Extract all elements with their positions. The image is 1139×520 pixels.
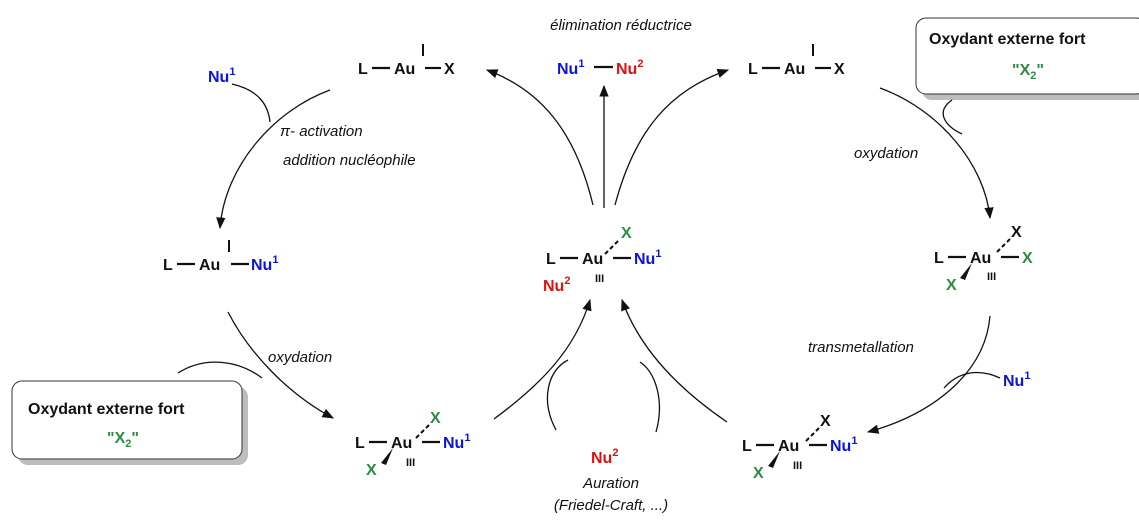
x-ligand-wedge: X xyxy=(366,462,377,479)
arrow-auration-right xyxy=(639,361,660,433)
label-oxydation-right: oxydation xyxy=(854,145,918,162)
arrow-bottom-left-to-center xyxy=(493,298,592,420)
x-ligand-top: X xyxy=(820,413,831,430)
nu1-ligand: Nu1 xyxy=(443,432,470,452)
label-elimination: élimination réductrice xyxy=(550,17,692,34)
gold-atom: Au xyxy=(778,438,799,455)
oxidant-box-bottom-left: Oxydant externe fort "X2" xyxy=(11,380,248,465)
gold-atom: Au xyxy=(394,61,415,78)
oxidation-state: III xyxy=(793,460,802,472)
x-ligand-top: X xyxy=(430,410,441,427)
arrow-nu1-entry-left xyxy=(231,83,271,123)
nu1-ligand: Nu1 xyxy=(830,435,857,455)
arrow-to-top-left xyxy=(485,69,594,206)
label-oxydation-left: oxydation xyxy=(268,349,332,366)
ligand-l: L xyxy=(358,61,368,78)
x-ligand: X xyxy=(621,225,632,242)
left-au-i-nu1-complex: L Au Nu1 xyxy=(163,240,278,274)
nu1-ligand: Nu1 xyxy=(634,248,661,268)
x-ligand-wedge: X xyxy=(946,277,957,294)
bottom-left-au-iii-complex: X L Au Nu1 X III xyxy=(355,410,470,479)
arrow-nu1-entry-right xyxy=(943,371,1001,389)
product-nu2: Nu2 xyxy=(616,58,643,78)
label-pi-activation: π- activation xyxy=(280,123,363,140)
cycle-arrows xyxy=(177,69,1001,434)
label-auration-sub: (Friedel-Craft, ...) xyxy=(554,497,668,514)
gold-atom: Au xyxy=(199,257,220,274)
gold-atom: Au xyxy=(784,61,805,78)
oxidant-title: Oxydant externe fort xyxy=(28,401,185,418)
label-auration: Auration xyxy=(582,475,639,492)
gold-atom: Au xyxy=(970,250,991,267)
oxidation-state: III xyxy=(406,457,415,469)
arrow-bottom-right-to-center xyxy=(621,298,728,423)
oxidation-state: III xyxy=(595,273,604,285)
ligand-l: L xyxy=(163,257,173,274)
product-nu1: Nu1 xyxy=(557,58,584,78)
gold-atom: Au xyxy=(582,251,603,268)
x-ligand-right: X xyxy=(1022,250,1033,267)
oxidant-title: Oxydant externe fort xyxy=(929,31,1086,48)
arrow-oxidant-entry-right xyxy=(942,99,963,135)
top-left-complex: L Au X xyxy=(358,44,455,78)
nu2-ligand: Nu2 xyxy=(543,275,570,295)
oxidation-state: III xyxy=(987,271,996,283)
arrow-oxidant-entry-left xyxy=(177,361,263,379)
product-nu1-nu2: Nu1 Nu2 xyxy=(557,58,643,78)
oxidant-reagent: "X2" xyxy=(1012,62,1044,82)
ligand-l: L xyxy=(742,438,752,455)
arrow-right-descending xyxy=(879,87,994,220)
ligand-l: L xyxy=(934,250,944,267)
ligand-l: L xyxy=(546,251,556,268)
ligand-l: L xyxy=(355,435,365,452)
right-au-iii-x3-complex: X L Au X X III xyxy=(934,224,1033,294)
label-addition: addition nucléophile xyxy=(283,152,416,169)
reagent-nu1-left: Nu1 xyxy=(208,66,235,86)
x-ligand-wedge: X xyxy=(753,465,764,482)
arrow-auration-left xyxy=(546,359,569,431)
x-ligand: X xyxy=(444,61,455,78)
ligand-l: L xyxy=(748,61,758,78)
oxidant-box-top-right: Oxydant externe fort "X2" xyxy=(915,17,1139,100)
arrow-to-top-right xyxy=(614,69,730,206)
gold-atom: Au xyxy=(391,435,412,452)
top-right-complex: L Au X xyxy=(748,44,845,78)
oxidant-reagent: "X2" xyxy=(107,430,139,450)
reagent-nu2-bottom: Nu2 xyxy=(591,447,618,467)
label-transmetallation: transmetallation xyxy=(808,339,914,356)
arrow-left-descending xyxy=(216,89,331,230)
nu1-ligand: Nu1 xyxy=(251,254,278,274)
arrow-right-lower xyxy=(866,315,991,434)
x-ligand-top: X xyxy=(1011,224,1022,241)
x-ligand: X xyxy=(834,61,845,78)
bottom-right-au-iii-complex: X L Au Nu1 X III xyxy=(742,413,857,482)
center-au-iii-complex: X L Au Nu1 Nu2 III xyxy=(543,225,661,295)
arrow-left-lower xyxy=(227,311,335,419)
reagent-nu1-right: Nu1 xyxy=(1003,370,1030,390)
